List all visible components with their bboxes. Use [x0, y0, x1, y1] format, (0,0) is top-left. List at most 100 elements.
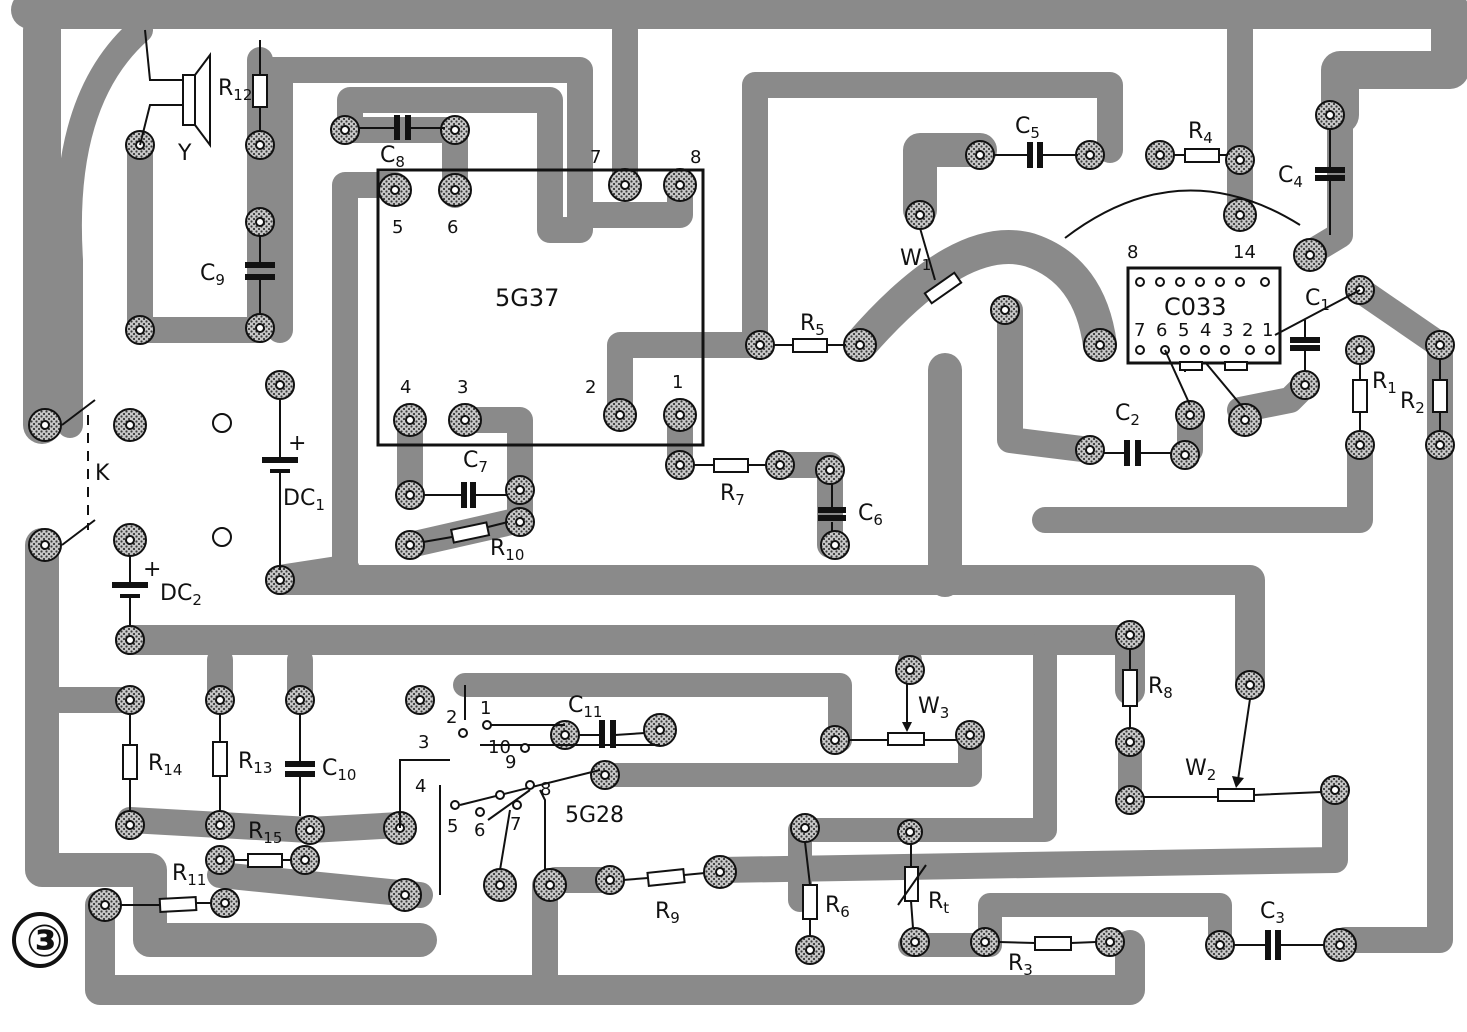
labels: Y R12 C8 C9 5 6 7 8 4 3 2 1 5G37 C5 R4 C… [12, 76, 1425, 979]
resistor-r1 [1352, 379, 1368, 413]
trace-r1-r2-block [1332, 277, 1453, 953]
speaker-icon [139, 29, 211, 148]
resistor-r3 [1034, 936, 1072, 951]
svg-text:2: 2 [446, 707, 457, 728]
svg-text:W1: W1 [900, 246, 931, 274]
svg-text:7: 7 [1134, 320, 1145, 341]
svg-text:3: 3 [418, 732, 429, 753]
svg-text:C9: C9 [200, 261, 225, 289]
svg-text:R13: R13 [238, 749, 272, 777]
svg-text:1: 1 [480, 698, 491, 719]
svg-text:7: 7 [590, 147, 601, 168]
svg-text:1: 1 [672, 372, 683, 393]
svg-text:R15: R15 [248, 819, 282, 847]
trimmer-w1 [923, 271, 963, 305]
svg-text:+: + [288, 431, 306, 456]
svg-text:3: 3 [1222, 320, 1233, 341]
svg-text:R7: R7 [720, 481, 745, 509]
resistor-r8 [1122, 669, 1138, 707]
svg-text:2: 2 [1242, 320, 1253, 341]
svg-text:C10: C10 [322, 756, 356, 784]
svg-text:1: 1 [1262, 320, 1273, 341]
trace-top-frame [11, 0, 1467, 134]
trace-pin5-ground [332, 172, 408, 583]
c033-pins [1135, 277, 1275, 355]
trace-w3-loop [453, 648, 982, 787]
pad-group-middle [28, 275, 1455, 595]
resistor-r14 [122, 744, 138, 780]
trimmer-w3 [887, 732, 925, 746]
svg-text:14: 14 [1233, 242, 1256, 263]
svg-text:R4: R4 [1188, 119, 1213, 147]
svg-text:R2: R2 [1400, 389, 1425, 417]
svg-text:W2: W2 [1185, 756, 1216, 784]
svg-text:5: 5 [447, 816, 458, 837]
figure-number: ③ [26, 916, 63, 967]
svg-text:R11: R11 [172, 861, 206, 889]
label-c033: C033 [1164, 293, 1227, 321]
resistor-r9 [646, 868, 686, 887]
resistor-r11 [158, 896, 198, 913]
svg-text:R12: R12 [218, 76, 252, 104]
switch-5g28-contacts [399, 685, 660, 895]
svg-text:5: 5 [1178, 320, 1189, 341]
label-y: Y [177, 141, 192, 166]
mounting-hole [212, 413, 232, 433]
ic-5g37-outline [376, 168, 705, 447]
svg-text:6: 6 [447, 217, 458, 238]
pad-group-top [125, 100, 1345, 345]
svg-text:C6: C6 [858, 501, 883, 529]
label-5g28: 5G28 [565, 803, 624, 828]
resistor-r2 [1432, 379, 1448, 413]
trace-speaker-arc [55, 17, 153, 438]
svg-text:R8: R8 [1148, 674, 1173, 702]
svg-text:10: 10 [488, 737, 511, 758]
svg-text:K: K [95, 461, 110, 486]
svg-text:W3: W3 [918, 694, 949, 722]
svg-text:8: 8 [540, 779, 551, 800]
svg-text:3: 3 [457, 377, 468, 398]
svg-text:C4: C4 [1278, 163, 1303, 191]
svg-text:Rt: Rt [928, 889, 949, 917]
mounting-hole [212, 527, 232, 547]
svg-text:C1: C1 [1305, 286, 1330, 314]
svg-text:R3: R3 [1008, 951, 1033, 979]
ic-c033-outline [1126, 266, 1282, 365]
svg-text:R9: R9 [655, 899, 680, 927]
resistor-r7 [713, 458, 749, 473]
resistor-r15 [247, 853, 283, 868]
svg-text:C7: C7 [463, 448, 488, 476]
trace-w1-block [843, 133, 1117, 597]
svg-text:C11: C11 [568, 693, 602, 721]
svg-text:4: 4 [1200, 320, 1211, 341]
svg-text:R6: R6 [825, 893, 850, 921]
svg-text:+: + [143, 557, 161, 582]
svg-text:R10: R10 [490, 536, 524, 564]
svg-text:DC2: DC2 [160, 581, 202, 609]
label-5g37: 5G37 [495, 284, 559, 312]
svg-text:7: 7 [510, 814, 521, 835]
svg-text:C5: C5 [1015, 114, 1040, 142]
resistor-r12 [252, 74, 268, 108]
svg-text:C3: C3 [1260, 899, 1285, 927]
figure-number-circle [12, 912, 68, 968]
svg-text:8: 8 [690, 147, 701, 168]
svg-text:4: 4 [415, 776, 426, 797]
svg-text:DC1: DC1 [283, 486, 325, 514]
trace-r5-left [607, 72, 1123, 428]
svg-text:R14: R14 [148, 751, 182, 779]
resistor-r4 [1184, 148, 1220, 163]
components [61, 29, 1448, 960]
c033-arc [1064, 189, 1301, 239]
svg-text:6: 6 [1156, 320, 1167, 341]
svg-text:9: 9 [505, 752, 516, 773]
pads [28, 100, 1455, 965]
trace-left-lower-frame [25, 528, 437, 957]
trimmer-w2 [1217, 788, 1255, 802]
svg-text:C2: C2 [1115, 401, 1140, 429]
svg-text:C8: C8 [380, 143, 405, 171]
svg-text:R5: R5 [800, 311, 825, 339]
svg-text:4: 4 [400, 377, 411, 398]
svg-text:6: 6 [474, 820, 485, 841]
